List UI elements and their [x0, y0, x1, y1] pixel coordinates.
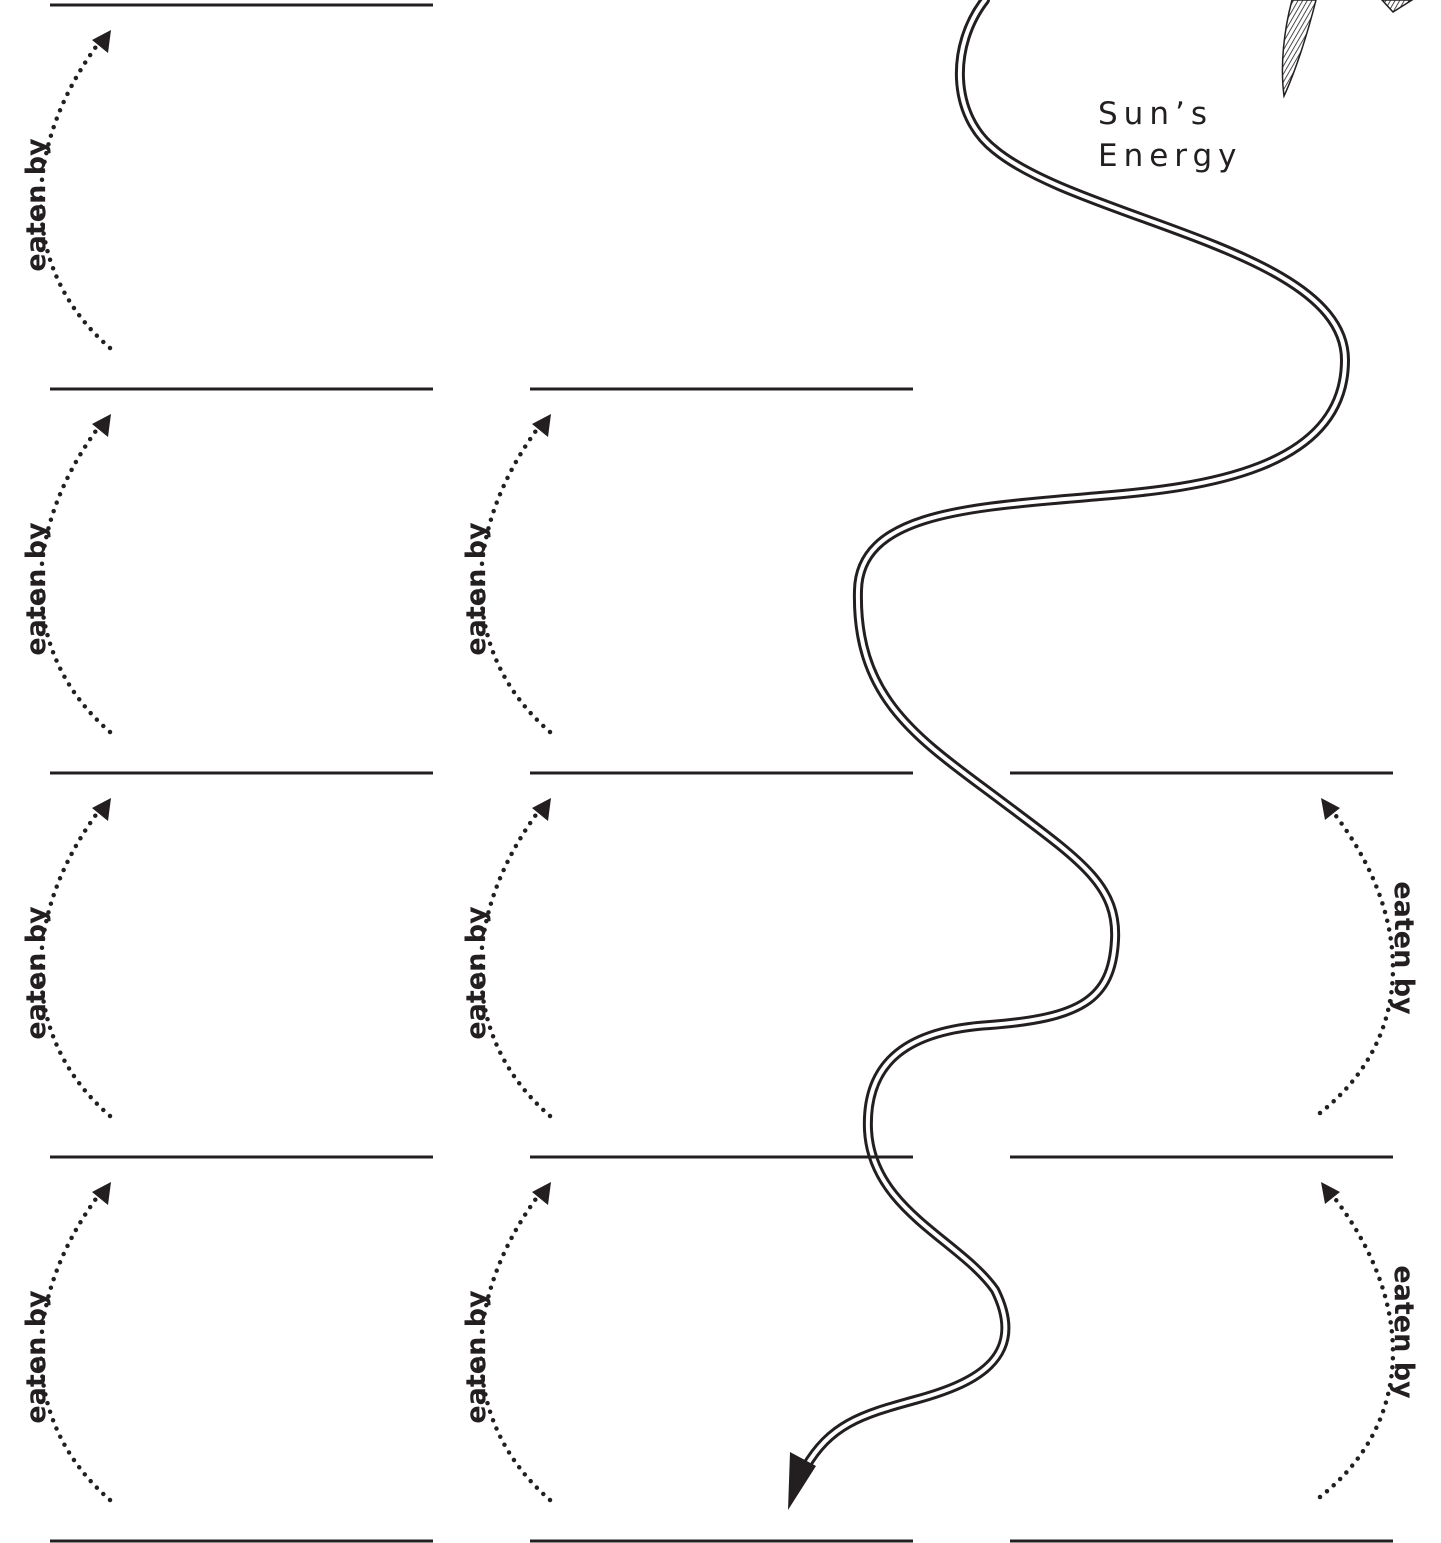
eaten-by-connector: eaten by	[461, 1182, 551, 1500]
eaten-by-label: eaten by	[461, 906, 492, 1040]
eaten-by-label: eaten by	[21, 1290, 52, 1424]
eaten-by-connector: eaten by	[21, 1182, 111, 1500]
eaten-by-connector: eaten by	[21, 414, 111, 732]
sun-energy-label-line1: Sun’s	[1098, 96, 1213, 132]
eaten-by-label: eaten by	[21, 906, 52, 1040]
dotted-arc	[1320, 812, 1393, 1113]
eaten-by-label: eaten by	[21, 138, 52, 272]
energy-path-inner	[805, 0, 1345, 1468]
eaten-by-connector: eaten by	[461, 798, 551, 1116]
eaten-by-connector: eaten by	[21, 30, 111, 348]
sun-energy-label-line2: Energy	[1098, 138, 1243, 174]
eaten-by-connector: eaten by	[21, 798, 111, 1116]
eaten-by-label: eaten by	[1388, 881, 1419, 1015]
eaten-by-connector: eaten by	[461, 414, 551, 732]
sun-ray	[1382, 0, 1412, 12]
sun-rays	[1282, 0, 1412, 96]
eaten-by-connector: eaten by	[1320, 798, 1419, 1113]
eaten-by-label: eaten by	[461, 1290, 492, 1424]
sun-energy-arrow	[788, 0, 1345, 1510]
sun-ray	[1282, 0, 1316, 96]
dotted-arc	[1320, 1196, 1393, 1497]
eaten-by-label: eaten by	[461, 522, 492, 656]
energy-path-outer	[805, 0, 1345, 1468]
eaten-by-label: eaten by	[1388, 1265, 1419, 1399]
eaten-by-connector: eaten by	[1320, 1182, 1419, 1497]
eaten-by-label: eaten by	[21, 522, 52, 656]
